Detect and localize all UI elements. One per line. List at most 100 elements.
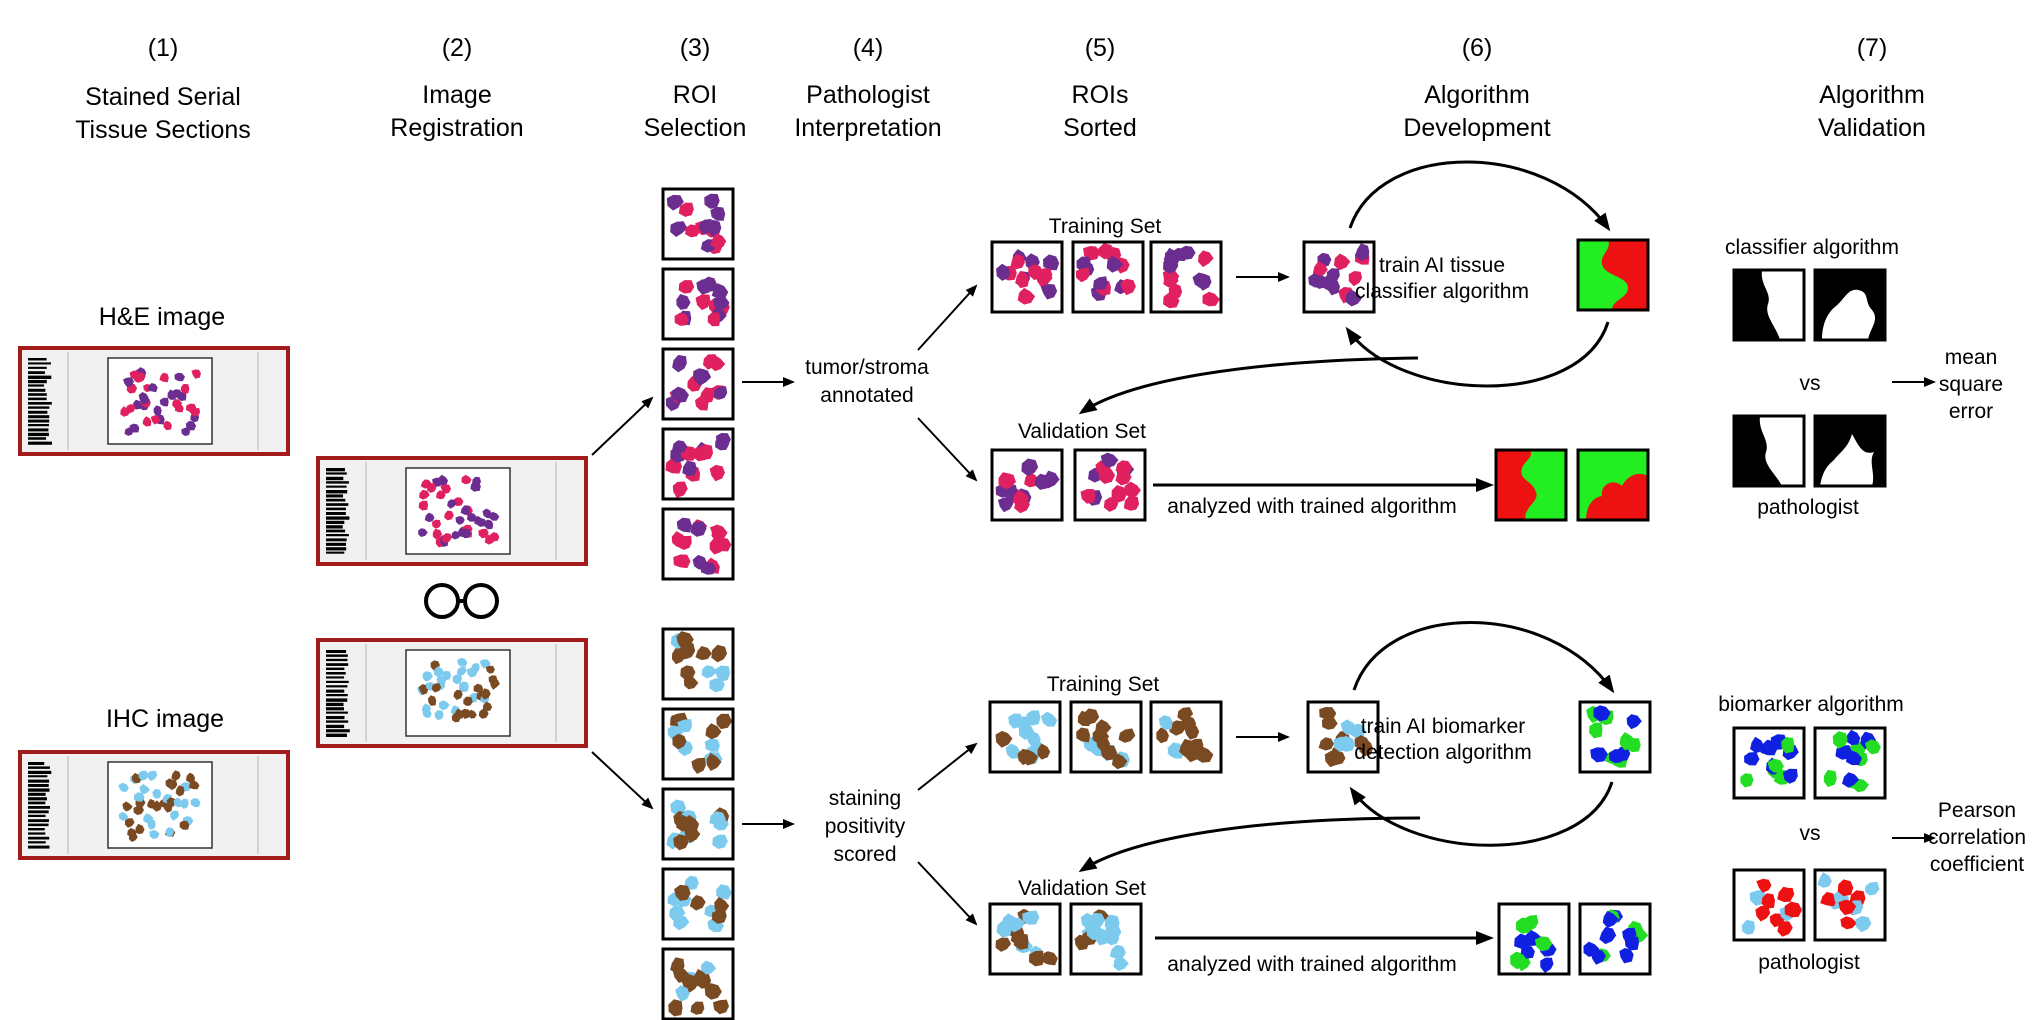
cell-shape [672,481,688,498]
cell-shape [709,678,725,693]
cell-shape [1750,736,1764,754]
cell-shape [125,818,135,828]
barcode-bar [326,680,349,683]
cell-shape [120,406,131,417]
cell-shape [1515,917,1533,934]
cell-shape [997,496,1014,513]
step-title-line: Validation [1818,114,1926,142]
cell-shape [1037,743,1051,760]
barcode-bar [28,828,45,831]
step-title-line: Registration [390,114,523,142]
cell-shape [1167,742,1183,757]
cell-shape [484,534,496,545]
cell-shape [1855,916,1872,933]
cell-shape [1783,768,1798,784]
roi-tile [1149,240,1223,314]
barcode-bar [28,437,47,440]
ihc-validation-tiles [988,902,1143,976]
barcode-bar [28,841,46,844]
barcode-bar [28,366,47,369]
cell-shape [485,665,495,674]
cell-shape [179,820,190,830]
barcode-bar [326,494,344,498]
cell-shape [166,797,176,808]
cell-shape [1823,769,1837,787]
barcode-bar [326,472,347,475]
cell-shape [716,713,733,730]
barcode-bar [326,702,344,707]
he-analyzed-label: analyzed with trained algorithm [1167,495,1457,518]
cell-shape [1622,927,1637,944]
cell-shape [999,473,1016,490]
barcode-bar [28,415,50,419]
cell-shape [1755,905,1771,922]
he-output-mask [1494,448,1568,522]
step-number: (4) [853,34,884,62]
cell-shape [188,780,200,790]
cell-shape [159,397,169,407]
cell-shape [1010,253,1025,270]
barcode-bar [28,770,52,775]
cell-shape [1760,739,1778,756]
cell-shape [674,884,691,901]
step-7-header: (7) Algorithm Validation [1818,34,1926,142]
cell-shape [1842,772,1859,788]
he-slide [18,346,290,456]
cell-shape [422,671,433,682]
cell-shape [1590,949,1606,965]
barcode-bar [28,432,49,437]
he-training-set-label: Training Set [1049,215,1162,238]
cell-shape [1124,481,1141,499]
cell-shape [695,294,711,311]
step-3-header: (3) ROI Selection [644,34,747,142]
barcode-bar [28,788,50,792]
barcode-bar [326,490,348,494]
step-6-header: (6) Algorithm Development [1403,34,1550,142]
cell-shape [672,440,688,453]
cell-shape [1520,943,1535,959]
roi-tile [988,902,1062,976]
cell-shape [147,383,158,393]
cell-shape [1100,452,1119,468]
barcode-bar [326,694,348,697]
cell-shape [1740,773,1754,788]
cell-shape [1163,292,1180,309]
cell-shape [1198,250,1214,268]
cell-shape [175,785,185,797]
barcode-bar [28,410,48,414]
cell-shape [190,798,201,807]
cell-shape [700,960,717,975]
cell-shape [461,474,472,485]
step-title-line: Pathologist [806,81,930,109]
cell-shape [147,798,156,809]
step-number: (3) [680,34,711,62]
cell-shape [418,684,429,695]
cell-shape [441,533,452,544]
cell-shape [1354,735,1370,751]
cell-shape [165,827,175,838]
cell-shape [1018,724,1035,740]
roi-tile [1073,448,1147,522]
cell-shape [1109,944,1126,959]
cell-shape [676,517,692,533]
cell-shape [713,386,728,400]
cell-shape [1784,901,1802,918]
cell-shape [674,312,689,326]
cell-shape [689,895,706,911]
step-number: (1) [148,34,179,62]
he-validation-tiles [990,448,1147,522]
cell-shape [714,665,731,683]
cell-shape [1326,268,1340,285]
cell-shape [1590,747,1608,763]
he-pathologist-label: pathologist [1757,496,1859,519]
cell-shape [1029,950,1044,967]
cell-shape [1017,287,1036,305]
barcode-bar [326,520,345,524]
barcode-bar [28,814,46,818]
cell-shape [1846,729,1861,745]
cell-shape [1013,933,1029,950]
metric-line: error [1949,400,1993,423]
cell-shape [1076,727,1091,743]
cell-shape [1041,951,1058,966]
